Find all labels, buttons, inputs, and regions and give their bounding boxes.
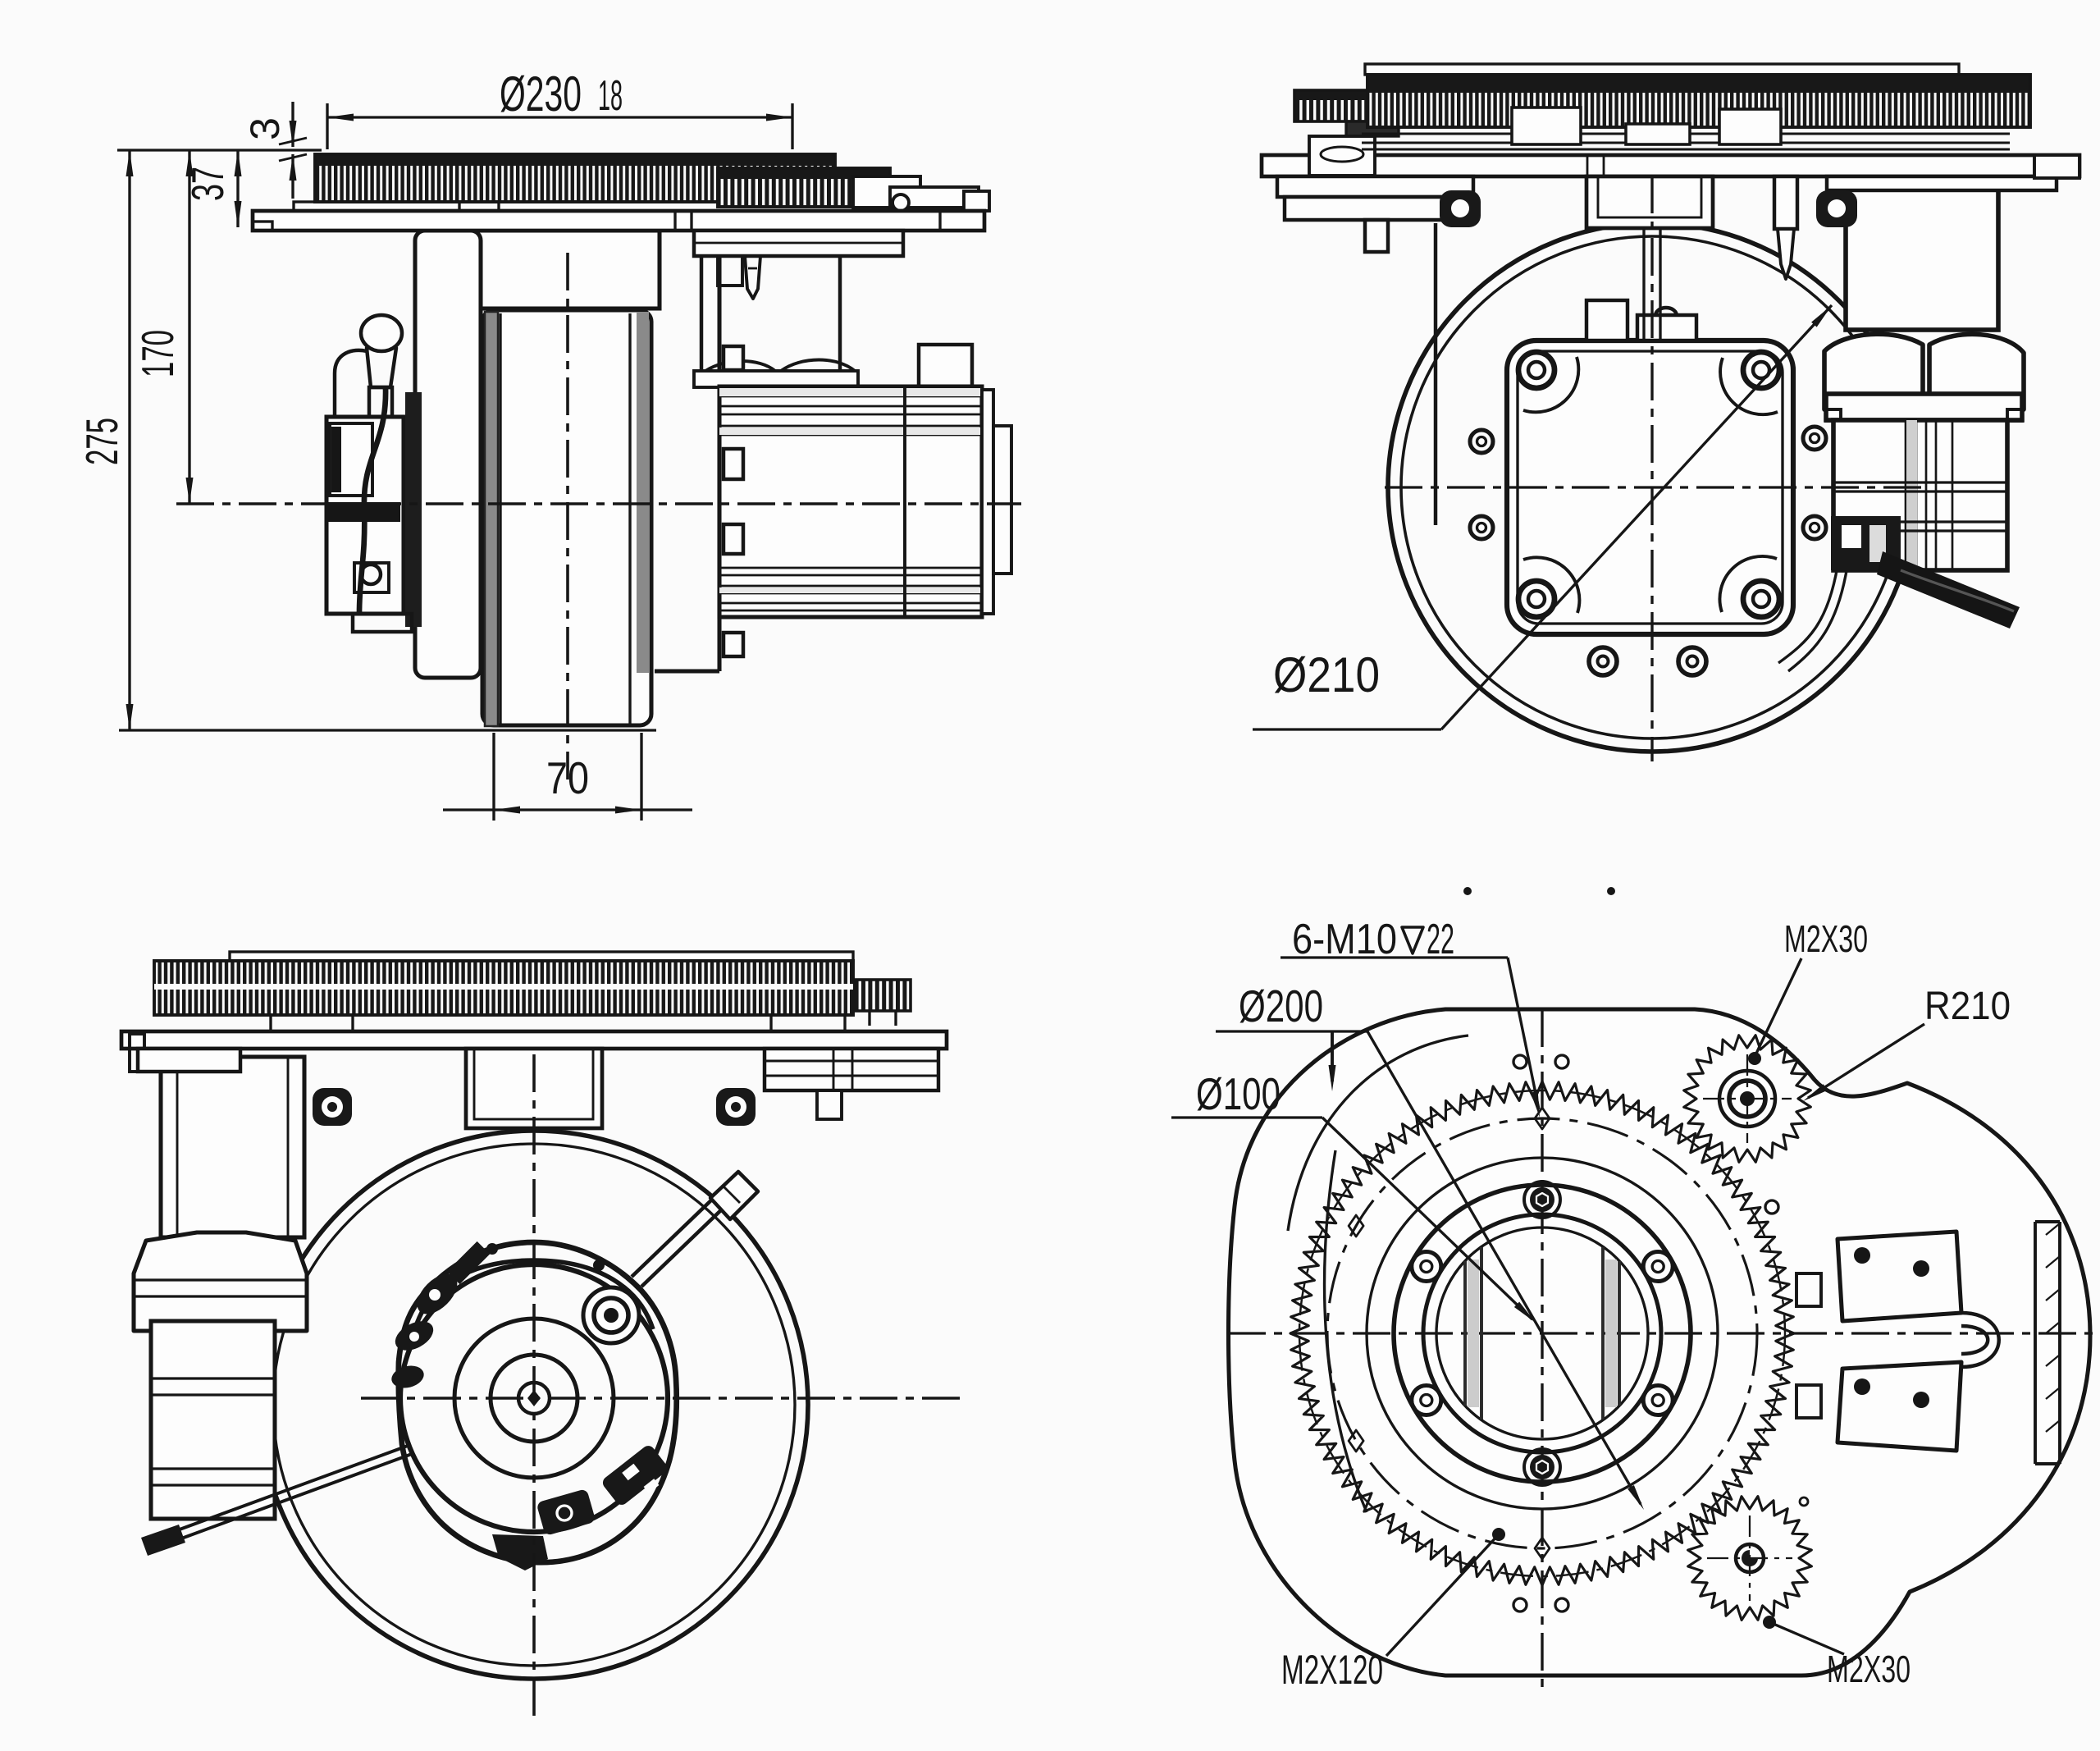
- svg-text:3: 3: [242, 117, 288, 140]
- svg-text:R210: R210: [1924, 985, 2011, 1028]
- svg-text:Ø100: Ø100: [1196, 1068, 1281, 1119]
- svg-text:M2X120: M2X120: [1281, 1647, 1383, 1693]
- svg-text:Ø200: Ø200: [1239, 981, 1323, 1031]
- svg-text:22: 22: [1427, 916, 1454, 963]
- svg-text:37: 37: [182, 167, 233, 201]
- svg-text:6-M10: 6-M10: [1292, 916, 1397, 963]
- svg-text:70: 70: [546, 752, 589, 803]
- svg-text:275: 275: [76, 418, 127, 465]
- svg-text:M2X30: M2X30: [1784, 917, 1868, 960]
- svg-text:M2X30: M2X30: [1827, 1648, 1911, 1690]
- svg-text:170: 170: [132, 330, 183, 377]
- svg-text:Ø210: Ø210: [1273, 647, 1380, 702]
- svg-text:Ø230: Ø230: [500, 66, 582, 121]
- svg-text:18: 18: [598, 72, 623, 120]
